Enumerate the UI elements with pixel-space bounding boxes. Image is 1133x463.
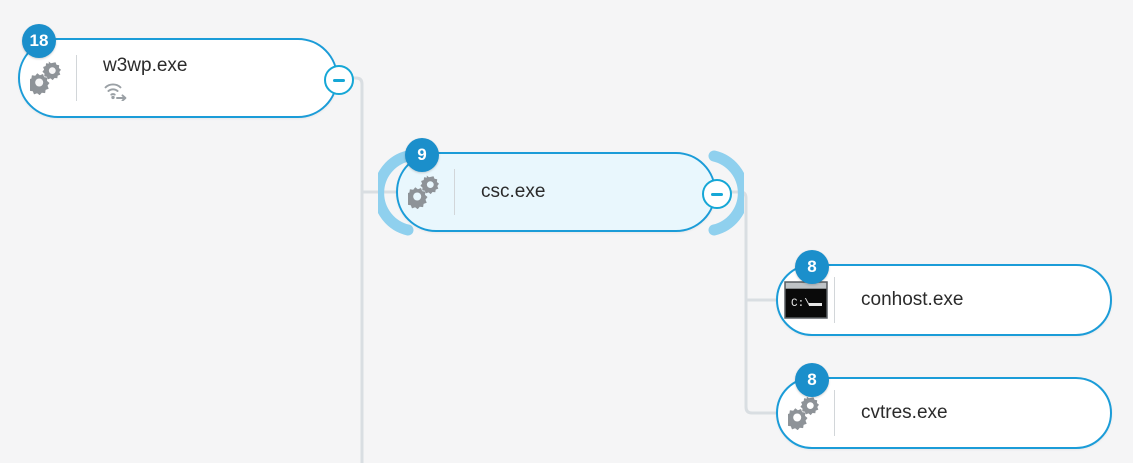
process-node-cvtres[interactable]: cvtres.exe [776, 377, 1112, 449]
process-count-badge-conhost[interactable]: 8 [795, 250, 829, 284]
collapse-toggle-w3wp[interactable] [324, 65, 354, 95]
process-node-conhost[interactable]: C:\ conhost.exe [776, 264, 1112, 336]
node-divider [834, 390, 835, 436]
process-count-badge-csc[interactable]: 9 [405, 138, 439, 172]
console-window-icon: C:\ [778, 279, 834, 321]
process-count-badge-w3wp[interactable]: 18 [22, 24, 56, 58]
process-node-w3wp[interactable]: w3wp.exe [18, 38, 338, 118]
collapse-toggle-csc[interactable] [702, 179, 732, 209]
svg-text:C:\: C:\ [791, 298, 811, 310]
node-content-csc: csc.exe [457, 180, 545, 204]
process-name-label: csc.exe [481, 181, 546, 202]
process-name-label: w3wp.exe [103, 55, 188, 76]
node-content-cvtres: cvtres.exe [837, 401, 948, 425]
gears-icon [398, 175, 454, 209]
connector-csc-trunk [727, 190, 776, 415]
node-content-conhost: conhost.exe [837, 288, 963, 312]
network-activity-icon [103, 80, 188, 102]
node-divider [76, 55, 77, 101]
process-name-label: cvtres.exe [861, 402, 948, 423]
node-divider [834, 277, 835, 323]
minus-icon [333, 78, 345, 82]
node-divider [454, 169, 455, 215]
node-content-w3wp: w3wp.exe [79, 54, 188, 102]
minus-icon [711, 192, 723, 196]
gears-icon [778, 396, 834, 430]
connector-w3wp-trunk [349, 76, 364, 463]
process-count-badge-cvtres[interactable]: 8 [795, 363, 829, 397]
process-name-label: conhost.exe [861, 289, 964, 310]
gears-icon [20, 61, 76, 95]
process-node-csc[interactable]: csc.exe [396, 152, 716, 232]
